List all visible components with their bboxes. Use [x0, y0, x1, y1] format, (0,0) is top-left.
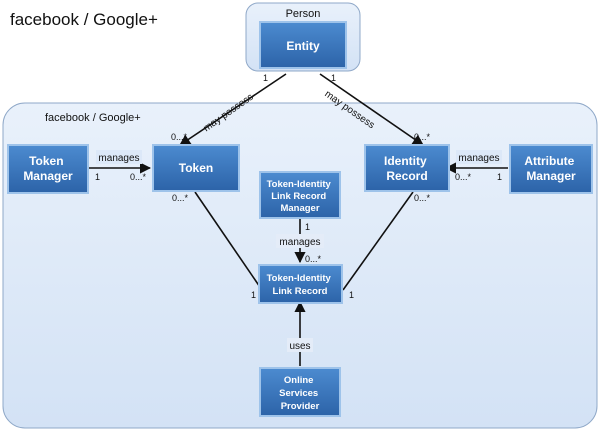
manages-bg-center: [276, 234, 324, 248]
uses-bg: [287, 338, 313, 352]
page-title: facebook / Google+: [10, 10, 158, 29]
mult-attrmgr-target: 0...*: [455, 172, 472, 182]
edges: [88, 73, 508, 366]
mult-token-link-target: 1: [251, 290, 256, 300]
node-identity-record[interactable]: Identity Record: [364, 144, 450, 192]
manages-bg-right: [456, 150, 502, 164]
platform-container-label: facebook / Google+: [45, 112, 141, 124]
node-attribute-manager-line-2: Manager: [526, 169, 576, 183]
svg-text:Token-Identity Link Reco: Token-Identity Link Record: [267, 273, 334, 297]
node-token[interactable]: Token: [152, 144, 240, 192]
node-token-manager[interactable]: Token Manager: [7, 144, 89, 194]
node-attribute-manager-line-1: Attribute: [524, 154, 574, 168]
edge-token-link: [194, 191, 263, 291]
mult-linkmgr-source: 1: [305, 222, 310, 232]
mult-token-link-source: 0...*: [172, 193, 189, 203]
edge-entity-identity: [319, 73, 424, 146]
node-entity[interactable]: Entity: [259, 21, 347, 69]
node-link-record[interactable]: Token-Identity Link Record: [258, 264, 343, 304]
svg-text:Token: Token: [179, 161, 213, 175]
node-entity-line-1: Entity: [286, 39, 320, 53]
edge-entity-token: [179, 73, 287, 146]
edge-label-tokenmgr-token: manages: [98, 153, 139, 164]
mult-entity-identity-target: 0...*: [414, 132, 431, 142]
edge-identity-link: [342, 191, 414, 291]
node-link-record-manager-line-2: Link Record: [271, 191, 326, 202]
mult-entity-identity-source: 1: [331, 73, 336, 83]
node-attribute-manager[interactable]: Attribute Manager: [509, 144, 593, 194]
node-token-manager-line-2: Manager: [23, 169, 73, 183]
node-osp-line-3: Provider: [281, 401, 320, 412]
mult-identity-link-source: 0...*: [414, 193, 431, 203]
svg-text:Entity: Entity: [286, 39, 320, 53]
node-link-record-line-1: Token-Identity: [267, 273, 332, 284]
node-osp-line-1: Online: [284, 375, 314, 386]
node-token-line-1: Token: [179, 161, 213, 175]
svg-text:Identity Record: Identity Record: [384, 154, 430, 183]
node-link-record-manager-line-1: Token-Identity: [267, 179, 332, 190]
node-identity-record-line-1: Identity: [384, 154, 427, 168]
svg-text:Token Manager: Token Manager: [23, 154, 73, 183]
node-online-services-provider[interactable]: Online Services Provider: [259, 367, 341, 417]
svg-text:Online Services Pr: Online Services Provider: [279, 375, 321, 412]
mult-tokenmgr-target: 0...*: [130, 172, 147, 182]
svg-text:Token-Identity Link Reco: Token-Identity Link Record Manager: [267, 179, 334, 214]
manages-bg-left: [96, 150, 142, 164]
mult-attrmgr-source: 1: [497, 172, 502, 182]
node-identity-record-line-2: Record: [386, 169, 427, 183]
node-osp-line-2: Services: [279, 388, 318, 399]
mult-entity-token-source: 1: [263, 73, 268, 83]
node-link-record-line-2: Link Record: [273, 286, 328, 297]
edge-label-linkmgr-link: manages: [279, 237, 320, 248]
mult-tokenmgr-source: 1: [95, 172, 100, 182]
node-link-record-manager[interactable]: Token-Identity Link Record Manager: [259, 171, 341, 219]
edge-label-attrmgr-identity: manages: [458, 153, 499, 164]
svg-text:Attribute Manager: Attribute Manager: [524, 154, 577, 183]
node-link-record-manager-line-3: Manager: [280, 203, 319, 214]
node-token-manager-line-1: Token: [29, 154, 63, 168]
edge-label-osp-link: uses: [289, 341, 310, 352]
mult-identity-link-target: 1: [349, 290, 354, 300]
mult-linkmgr-target: 0...*: [305, 254, 322, 264]
mult-entity-token-target: 0...*: [171, 132, 188, 142]
person-container-label: Person: [286, 8, 321, 20]
